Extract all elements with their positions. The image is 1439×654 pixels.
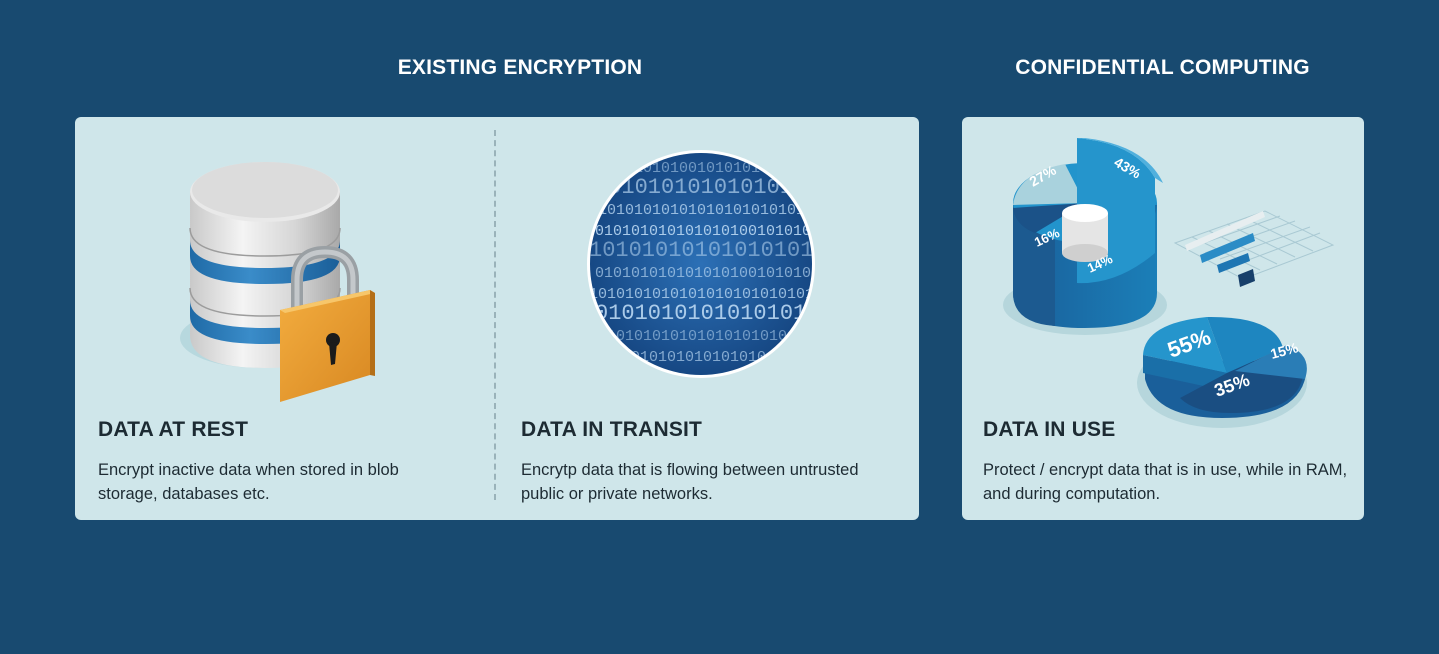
data-in-use-title: DATA IN USE (983, 418, 1116, 441)
data-at-rest-title: DATA AT REST (98, 418, 249, 441)
data-in-use-description: Protect / encrypt data that is in use, w… (983, 461, 1348, 503)
existing-encryption-heading: EXISTING ENCRYPTION (397, 56, 643, 79)
data-in-transit-title: DATA IN TRANSIT (521, 418, 703, 441)
pie-charts-icon: 27% 43% 16% 14% 55% 15% 35% (1003, 138, 1335, 428)
binary-row: 010101010101010101010101 (595, 349, 811, 366)
binary-stream-icon: 0101010101001010101010101010101010101101… (587, 150, 817, 378)
binary-row: 1010101010101010101010101010 (589, 328, 817, 345)
data-in-transit-description: Encrytp data that is flowing between unt… (521, 461, 859, 503)
data-at-rest-description: Encrypt inactive data when stored in blo… (98, 461, 399, 503)
confidential-computing-heading: CONFIDENTIAL COMPUTING (1015, 56, 1310, 79)
pie-label-15: 15% (1269, 339, 1301, 362)
database-lock-icon (180, 162, 375, 402)
panel-divider (494, 130, 496, 500)
binary-row: 10101010101010101011010101010101010101 (589, 238, 817, 263)
